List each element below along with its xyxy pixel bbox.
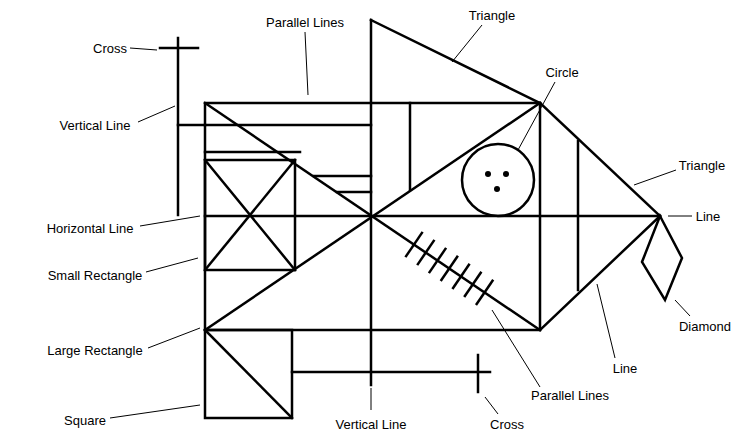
circle-dots — [485, 171, 509, 192]
callout-label: Large Rectangle — [47, 343, 142, 358]
callout-label: Cross — [93, 41, 127, 56]
callout-label: Triangle — [679, 158, 725, 173]
callout-label: Vertical Line — [336, 417, 407, 432]
callout-label: Parallel Lines — [531, 388, 609, 403]
callout-label: Diamond — [679, 319, 731, 334]
leader-lines — [110, 25, 692, 418]
figure-lines — [160, 20, 682, 418]
callout-label: Triangle — [469, 8, 515, 23]
callout-label: Small Rectangle — [48, 268, 143, 283]
callout-label: Cross — [490, 417, 524, 432]
callout-label: Line — [613, 361, 638, 376]
callout-label: Horizontal Line — [47, 221, 134, 236]
callout-label: Line — [696, 209, 721, 224]
callout-label: Circle — [545, 65, 578, 80]
callout-label: Vertical Line — [60, 118, 131, 133]
callout-label: Parallel Lines — [266, 15, 344, 30]
callout-label: Square — [64, 413, 106, 428]
